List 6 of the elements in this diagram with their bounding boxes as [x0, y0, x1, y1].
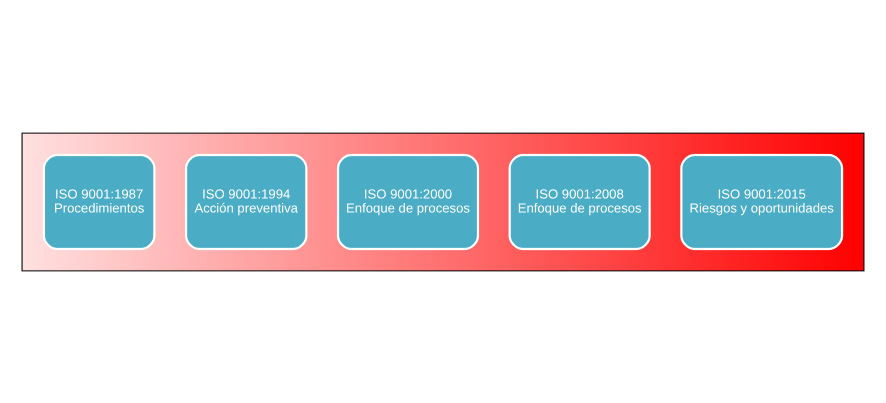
- cluster: [22, 132, 864, 271]
- node-box: ISO 9001:2008 Enfoque de procesos: [508, 153, 651, 250]
- node-box: ISO 9001:1987 Procedimientos: [42, 153, 156, 250]
- node-box: ISO 9001:1994 Acción preventiva: [184, 153, 308, 250]
- node-box: ISO 9001:2015 Riesgos y oportunidades: [680, 153, 844, 250]
- node-box: ISO 9001:2000 Enfoque de procesos: [336, 153, 480, 250]
